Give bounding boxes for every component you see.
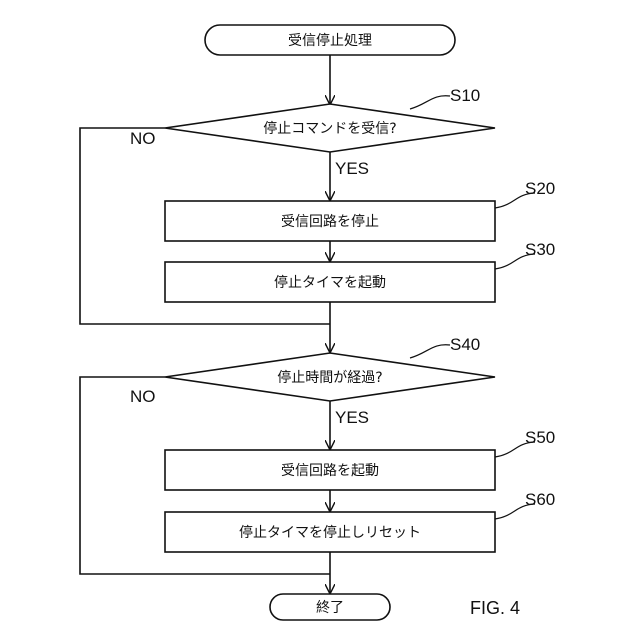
no-label-s10: NO [130, 129, 156, 148]
end-terminal: 終了 [270, 594, 390, 620]
step-label-s30: S30 [525, 240, 555, 259]
process-s60-label: 停止タイマを停止しリセット [239, 524, 421, 541]
step-label-s10: S10 [450, 86, 480, 105]
process-s60: 停止タイマを停止しリセット [165, 512, 495, 552]
figure-label: FIG. 4 [470, 598, 520, 618]
process-s20-label: 受信回路を停止 [281, 213, 379, 230]
decision-s10-label: 停止コマンドを受信? [263, 120, 396, 137]
yes-label-s40: YES [335, 408, 369, 427]
process-s30-label: 停止タイマを起動 [274, 274, 386, 291]
step-label-s40: S40 [450, 335, 480, 354]
decision-s40-label: 停止時間が経過? [277, 369, 382, 386]
end-label: 終了 [316, 600, 344, 616]
step-label-s20: S20 [525, 179, 555, 198]
start-label: 受信停止処理 [288, 32, 372, 49]
process-s30: 停止タイマを起動 [165, 262, 495, 302]
process-s50-label: 受信回路を起動 [281, 463, 379, 479]
step-label-s60: S60 [525, 490, 555, 509]
no-label-s40: NO [130, 387, 156, 406]
process-s20: 受信回路を停止 [165, 201, 495, 241]
process-s50: 受信回路を起動 [165, 450, 495, 490]
decision-s10: 停止コマンドを受信? [165, 104, 495, 152]
step-label-s50: S50 [525, 428, 555, 447]
yes-label-s10: YES [335, 159, 369, 178]
leader-s40 [410, 345, 450, 358]
leader-s10 [410, 96, 450, 109]
start-terminal: 受信停止処理 [205, 25, 455, 55]
decision-s40: 停止時間が経過? [165, 353, 495, 401]
